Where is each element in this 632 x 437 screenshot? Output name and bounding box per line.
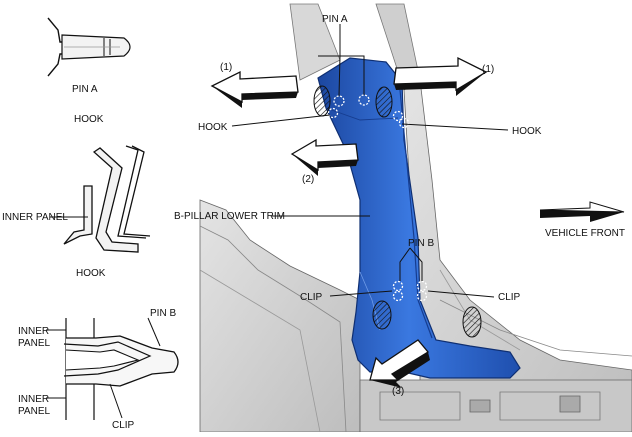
clip-right-hatch [462, 306, 482, 338]
trim-label: B-PILLAR LOWER TRIM [174, 211, 285, 222]
clip-left-marker-2 [392, 290, 404, 302]
hook-left-label: HOOK [198, 122, 228, 133]
inner-panel-lower-label-2: PANEL [18, 406, 50, 417]
clip-right-marker-2 [416, 290, 428, 302]
clip-left-hatch [372, 300, 392, 330]
arrow-2 [290, 138, 359, 176]
hook-right-label: HOOK [512, 126, 542, 137]
clip-right-label: CLIP [498, 292, 521, 303]
arrow-1-right [393, 56, 488, 96]
vehicle-front-arrow [539, 201, 625, 222]
hook-left-hatch [313, 85, 331, 117]
clip-detail [46, 317, 179, 420]
arrow-3 [369, 339, 430, 388]
arrow-1-right-label: (1) [482, 64, 494, 75]
pin-a-detail [47, 17, 131, 77]
hook-right-marker-2 [398, 117, 410, 129]
inner-panel-upper-label-1: INNER [18, 326, 49, 337]
clip-left-label: CLIP [300, 292, 323, 303]
hook-detail-mid-label: HOOK [76, 268, 106, 279]
hook-right-marker-1 [392, 110, 404, 122]
clip-left-marker-1 [392, 280, 404, 292]
pin-a-label: PIN A [322, 14, 348, 25]
arrow-1-left-label: (1) [220, 62, 232, 73]
arrow-3-label: (3) [392, 386, 404, 397]
clip-right-marker-1 [416, 280, 428, 292]
hook-detail [50, 145, 151, 253]
pin-b-label: PIN B [408, 238, 434, 249]
hook-left-marker [327, 107, 339, 119]
vehicle-front-label: VEHICLE FRONT [545, 228, 625, 239]
inner-panel-lower-label-1: INNER [18, 394, 49, 405]
arrow-1-left [210, 70, 299, 108]
inner-panel-upper-label-2: PANEL [18, 338, 50, 349]
arrow-2-label: (2) [302, 174, 314, 185]
inner-panel-detail-label: INNER PANEL [2, 212, 68, 223]
pin-b-detail-label: PIN B [150, 308, 176, 319]
hook-right-hatch [375, 86, 393, 118]
hook-detail-top-label: HOOK [74, 114, 104, 125]
pin-a-detail-label: PIN A [72, 84, 98, 95]
leader-lines [231, 24, 509, 298]
clip-detail-label: CLIP [112, 420, 135, 431]
